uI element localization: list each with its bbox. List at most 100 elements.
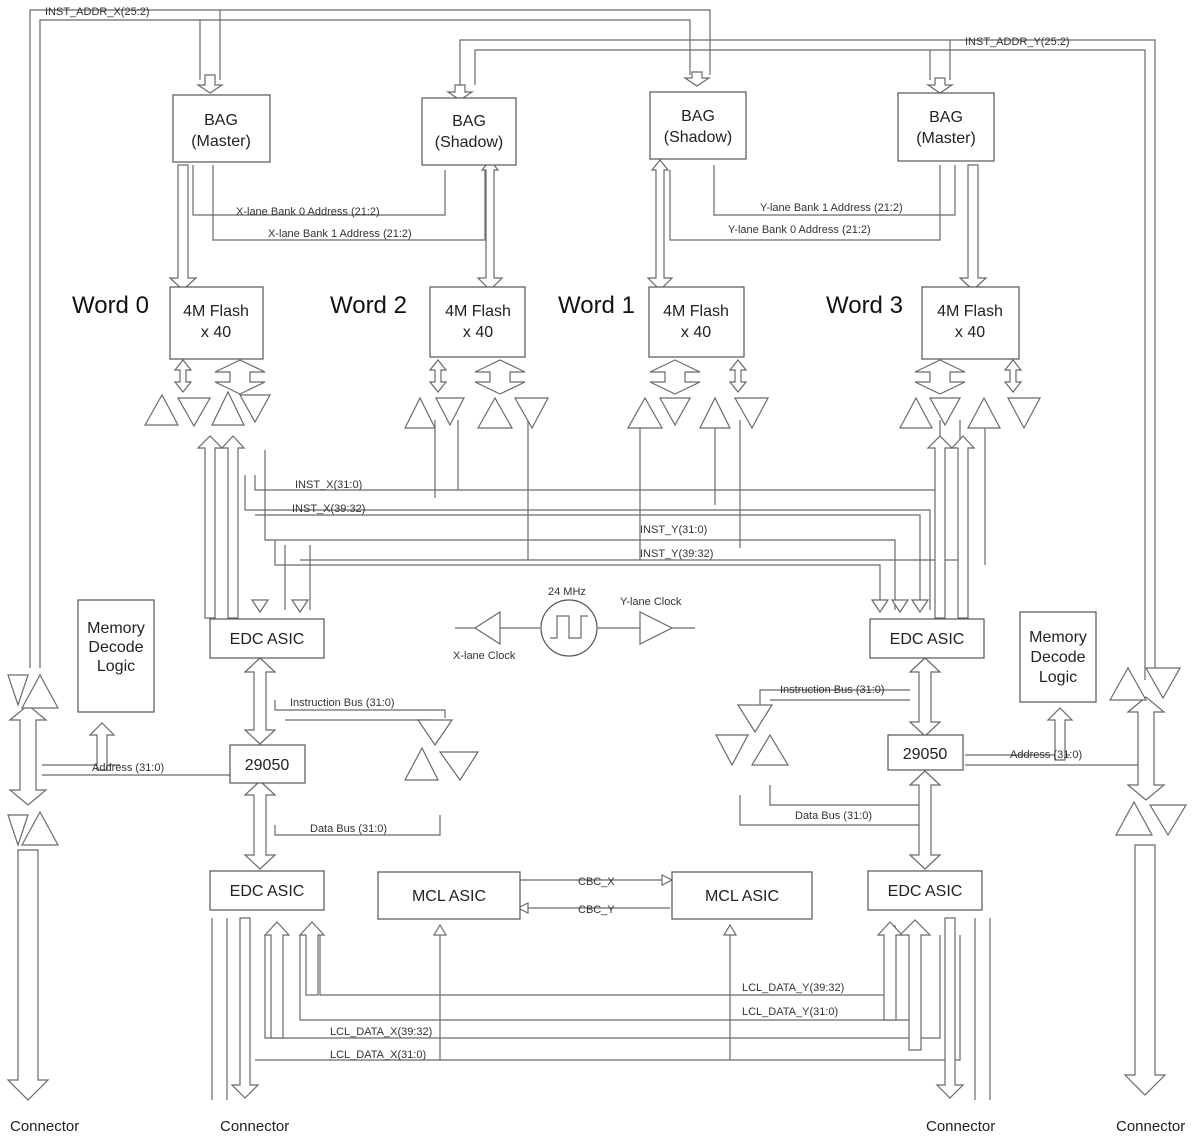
edc-asic-upper-right: [869, 618, 985, 659]
instruction-bus-left-label: Instruction Bus (31:0): [290, 697, 395, 709]
bidir-arrow: [649, 359, 701, 395]
bag-y-master: [897, 92, 995, 162]
bag-y-shadow-sublabel: (Shadow): [664, 129, 732, 146]
flash-word2-sublabel: x 40: [463, 324, 493, 341]
bus-arrow: [446, 84, 474, 101]
bus-arrow: [298, 921, 326, 996]
cbc-y-label: CBC_Y: [578, 904, 615, 916]
y-bank0-label: Y-lane Bank 0 Address (21:2): [728, 224, 871, 236]
blocks: [77, 91, 1097, 920]
buffer-down: [658, 397, 692, 427]
connector-1-label: Connector: [10, 1118, 79, 1135]
y-bank1-label: Y-lane Bank 1 Address (21:2): [760, 202, 903, 214]
bus-arrow: [196, 74, 224, 94]
bus-arrow: [220, 435, 246, 619]
bus-arrow: [432, 923, 448, 936]
inst-y-31-label: INST_Y(31:0): [640, 524, 707, 536]
bidir-arrow: [474, 359, 526, 395]
memory-decode-right-line2: Decode: [1030, 649, 1085, 666]
bus-arrow: [661, 874, 674, 886]
y-clock-label: Y-lane Clock: [620, 596, 682, 608]
bidir-arrow: [914, 359, 966, 395]
bag-x-shadow-label: BAG: [452, 113, 486, 130]
x-clock-label: X-lane Clock: [453, 650, 516, 662]
connector-labels: Connector Connector Connector Connector: [10, 1118, 1185, 1135]
mcl-asic-right-label: MCL ASIC: [705, 888, 779, 905]
buffer-down: [238, 394, 272, 424]
bag-y-shadow-label: BAG: [681, 108, 715, 125]
mcl-asic-left-label: MCL ASIC: [412, 888, 486, 905]
word-2-label: Word 2: [330, 292, 407, 319]
bidir-arrow: [908, 657, 942, 737]
flash-word2-label: 4M Flash: [445, 303, 511, 320]
connector-arrow: [6, 849, 50, 1101]
connector-arrow: [935, 917, 965, 1099]
data-bus-right-label: Data Bus (31:0): [795, 810, 872, 822]
buffer-up: [626, 396, 664, 429]
bus-arrow: [516, 902, 529, 914]
cpu-29050-right-label: 29050: [903, 746, 948, 763]
buffer-up: [143, 393, 179, 426]
flash-word0: [169, 286, 264, 360]
bidir-arrow: [173, 359, 193, 393]
bus-arrow: [722, 923, 738, 936]
bidir-arrow: [428, 359, 448, 393]
bag-x-shadow: [421, 97, 517, 166]
flash-word1-label: 4M Flash: [663, 303, 729, 320]
buffer-down: [7, 674, 29, 707]
bus-arrow: [290, 599, 310, 614]
connector-3-label: Connector: [926, 1118, 995, 1135]
bidir-arrow: [243, 780, 277, 870]
bus-arrow: [88, 722, 116, 771]
memory-decode-left-line1: Memory: [87, 620, 145, 637]
signal-labels: INST_ADDR_X(25:2) INST_ADDR_Y(25:2) X-la…: [45, 6, 1082, 1061]
clock-oscillator: [540, 599, 598, 657]
buffer-down: [733, 397, 769, 430]
memory-decode-left: [77, 599, 155, 713]
buffer-up: [404, 746, 439, 781]
bus-arrow: [250, 599, 270, 614]
clock-buffer-right: [639, 611, 674, 645]
connector-2-label: Connector: [220, 1118, 289, 1135]
cpu-29050-right: [887, 734, 964, 771]
word-0-label: Word 0: [72, 292, 149, 319]
bus-arrow: [683, 71, 711, 87]
x-bank1-label: X-lane Bank 1 Address (21:2): [268, 228, 412, 240]
bag-x-master-sublabel: (Master): [191, 133, 251, 150]
buffer-up: [750, 733, 790, 766]
buffer-up: [20, 673, 60, 709]
bidir-arrow: [1003, 359, 1023, 393]
buffer-down: [715, 734, 749, 767]
bus-arrow: [926, 435, 954, 619]
memory-decode-right: [1019, 611, 1097, 703]
connector-arrow: [230, 917, 260, 1099]
flash-word0-sublabel: x 40: [201, 324, 231, 341]
buffer-up: [899, 396, 933, 429]
inst-x-39-label: INST_X(39:32): [292, 503, 365, 515]
bus-arrow: [910, 599, 930, 614]
buffer-up: [476, 396, 514, 429]
bus-arrow: [926, 77, 954, 94]
flash-word0-label: 4M Flash: [183, 303, 249, 320]
buffer-up: [404, 396, 436, 429]
buffer-down: [1148, 804, 1188, 837]
inst-addr-x-label: INST_ADDR_X(25:2): [45, 6, 150, 18]
flash-word1-sublabel: x 40: [681, 324, 711, 341]
inst-addr-y-label: INST_ADDR_Y(25:2): [965, 36, 1070, 48]
inst-y-39-label: INST_Y(39:32): [640, 548, 713, 560]
inst-x-31-label: INST_X(31:0): [295, 479, 362, 491]
lcl-y-31-label: LCL_DATA_Y(31:0): [742, 1006, 838, 1018]
edc-asic-upper-left: [209, 618, 325, 659]
flash-word2: [429, 286, 526, 358]
connector-4-label: Connector: [1116, 1118, 1185, 1135]
instruction-bus-right-label: Instruction Bus (31:0): [780, 684, 885, 696]
bus-arrow: [1046, 707, 1074, 761]
bidir-arrow: [8, 704, 48, 806]
buffer-up: [967, 396, 1001, 429]
edc-asic-lower-right: [867, 870, 983, 911]
bag-y-master-sublabel: (Master): [916, 130, 976, 147]
cpu-29050-left: [229, 744, 306, 784]
address-right-label: Address (31:0): [1010, 749, 1082, 761]
cbc-x-label: CBC_X: [578, 876, 615, 888]
bag-x-master-label: BAG: [204, 112, 238, 129]
